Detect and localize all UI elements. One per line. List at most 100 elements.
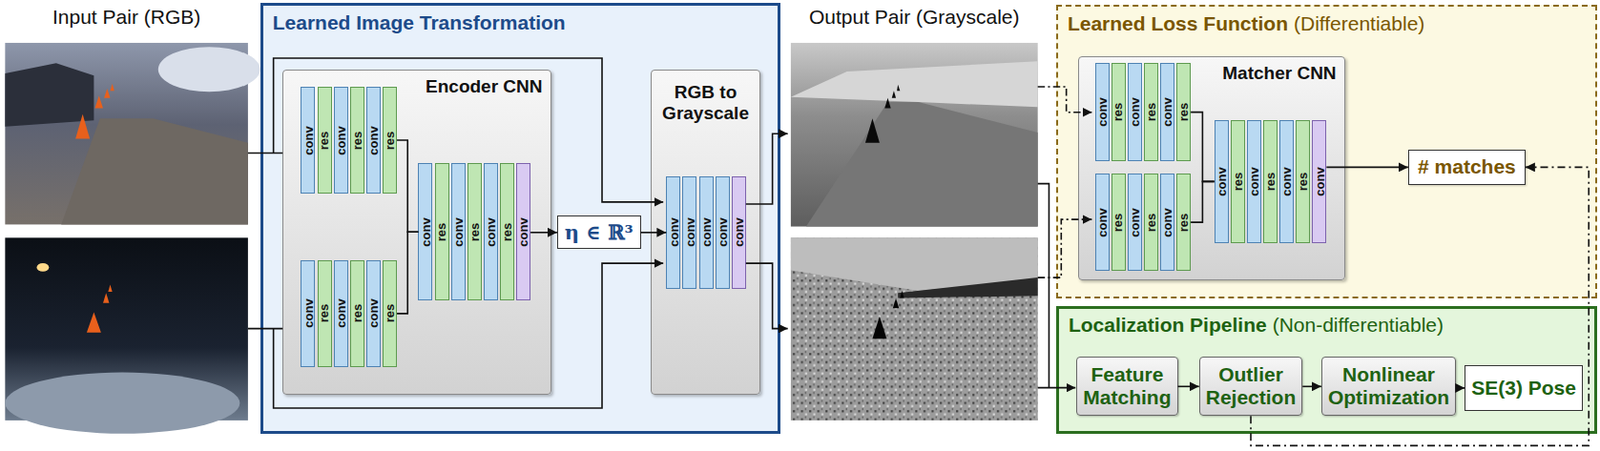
bright-region — [790, 61, 1039, 107]
cone — [884, 98, 891, 109]
res-layer: res — [435, 163, 450, 301]
road — [806, 102, 1039, 228]
layer-label: res — [1144, 103, 1158, 123]
connector — [1326, 166, 1409, 169]
res-layer: res — [1111, 173, 1126, 272]
cone — [86, 311, 102, 333]
conv-layer: conv — [1246, 120, 1262, 243]
layer-label: conv — [367, 299, 380, 329]
output-conv-layer: conv — [731, 176, 747, 290]
conv-layer: conv — [1214, 120, 1229, 243]
layer-label: conv — [1096, 207, 1109, 237]
res-layer: res — [350, 86, 365, 194]
layer-label: conv — [732, 218, 746, 248]
process-box: Outlier Rejection — [1199, 356, 1304, 416]
cone — [103, 88, 110, 99]
vector-label: η ∈ ℝ³ — [564, 220, 634, 245]
res-layer: res — [382, 260, 397, 368]
process-box: Nonlinear Optimization — [1321, 356, 1456, 416]
res-layer: res — [1143, 173, 1159, 272]
transformation-panel: Learned Image TransformationEncoder CNNc… — [260, 2, 781, 434]
conv-layer: conv — [451, 163, 466, 301]
cone — [107, 285, 112, 292]
image-pair-label: Output Pair (Grayscale) — [790, 5, 1039, 29]
cone — [75, 114, 90, 140]
horizon-band — [897, 277, 1039, 298]
match-count-box: # matches — [1408, 149, 1526, 185]
panel-title: (Differentiable) — [1293, 12, 1425, 35]
output-conv-layer: conv — [516, 163, 531, 301]
layer-label: conv — [716, 218, 729, 248]
input-photo-night — [4, 237, 249, 434]
cone — [893, 297, 899, 309]
pipeline-panel: Localization Pipeline(Non-differentiable… — [1056, 306, 1598, 435]
res-layer: res — [317, 86, 333, 194]
layer-label: res — [351, 304, 364, 324]
output-photo-1 — [790, 42, 1039, 228]
conv-layer: conv — [300, 86, 315, 194]
block-title: Encoder CNN — [290, 76, 542, 98]
layer-label: res — [1231, 172, 1245, 192]
layer-label: conv — [484, 217, 498, 247]
layer-label: res — [500, 223, 514, 243]
layer-label: res — [1177, 103, 1190, 123]
layer-label: conv — [1096, 97, 1109, 126]
image-pair-label: Input Pair (RGB) — [4, 5, 249, 29]
conv-layer: conv — [1095, 62, 1110, 162]
street-lamp — [37, 263, 50, 272]
layer-label: conv — [1280, 166, 1293, 196]
layer-label: conv — [367, 125, 380, 155]
image-pair-label-text: Output Pair (Grayscale) — [809, 5, 1020, 29]
layer-label: conv — [683, 218, 696, 248]
connector — [1455, 387, 1465, 390]
conv-layer: conv — [300, 260, 315, 368]
panel-title: Learned Image Transformation — [272, 11, 566, 34]
cnn-block: Matcher CNNconvresconvresconvresconvresc… — [1078, 56, 1345, 281]
conv-layer: conv — [699, 176, 714, 290]
layer-label: conv — [1128, 97, 1142, 126]
layer-label: conv — [666, 218, 680, 248]
output-photo-2 — [790, 237, 1039, 421]
conv-layer: conv — [1160, 173, 1175, 272]
layer-label: conv — [700, 218, 713, 248]
layer-label: conv — [1161, 207, 1174, 237]
layer-label: res — [1264, 172, 1277, 192]
layer-label: conv — [301, 299, 314, 329]
step-label: Outlier Rejection — [1204, 363, 1299, 410]
photo-ground — [790, 237, 1039, 421]
input-photo-day — [4, 42, 260, 225]
layer-label: res — [318, 130, 332, 150]
res-layer: res — [1230, 120, 1246, 243]
conv-layer: conv — [1160, 62, 1175, 162]
cone — [103, 292, 109, 304]
layer-label: conv — [1247, 166, 1261, 196]
cone — [892, 90, 896, 98]
count-label: # matches — [1417, 155, 1517, 179]
layer-label: res — [318, 304, 332, 324]
layer-label: res — [436, 223, 449, 243]
layer-label: res — [1177, 212, 1190, 232]
wire — [1038, 387, 1077, 390]
conv-layer: conv — [715, 176, 730, 290]
wire — [1038, 184, 1050, 389]
step-label: Feature Matching — [1080, 363, 1173, 410]
layer-label: conv — [334, 125, 348, 155]
layer-label: conv — [452, 217, 465, 247]
conv-layer: conv — [1279, 120, 1294, 243]
wire — [248, 152, 283, 155]
cnn-block: RGB to Grayscaleconvconvconvconvconv — [650, 69, 760, 395]
layer-label: conv — [1312, 166, 1326, 196]
layer-label: res — [1296, 172, 1310, 192]
layer-label: conv — [1215, 166, 1228, 196]
latent-vector-box: η ∈ ℝ³ — [557, 215, 642, 250]
res-layer: res — [467, 163, 482, 301]
layer-label: conv — [418, 217, 432, 247]
layer-label: conv — [334, 299, 348, 329]
output-conv-layer: conv — [1311, 120, 1327, 243]
res-layer: res — [382, 86, 397, 194]
connector — [1302, 386, 1322, 389]
process-box: Feature Matching — [1076, 356, 1178, 416]
wire — [248, 328, 283, 331]
conv-layer: conv — [682, 176, 697, 290]
road — [61, 118, 249, 225]
